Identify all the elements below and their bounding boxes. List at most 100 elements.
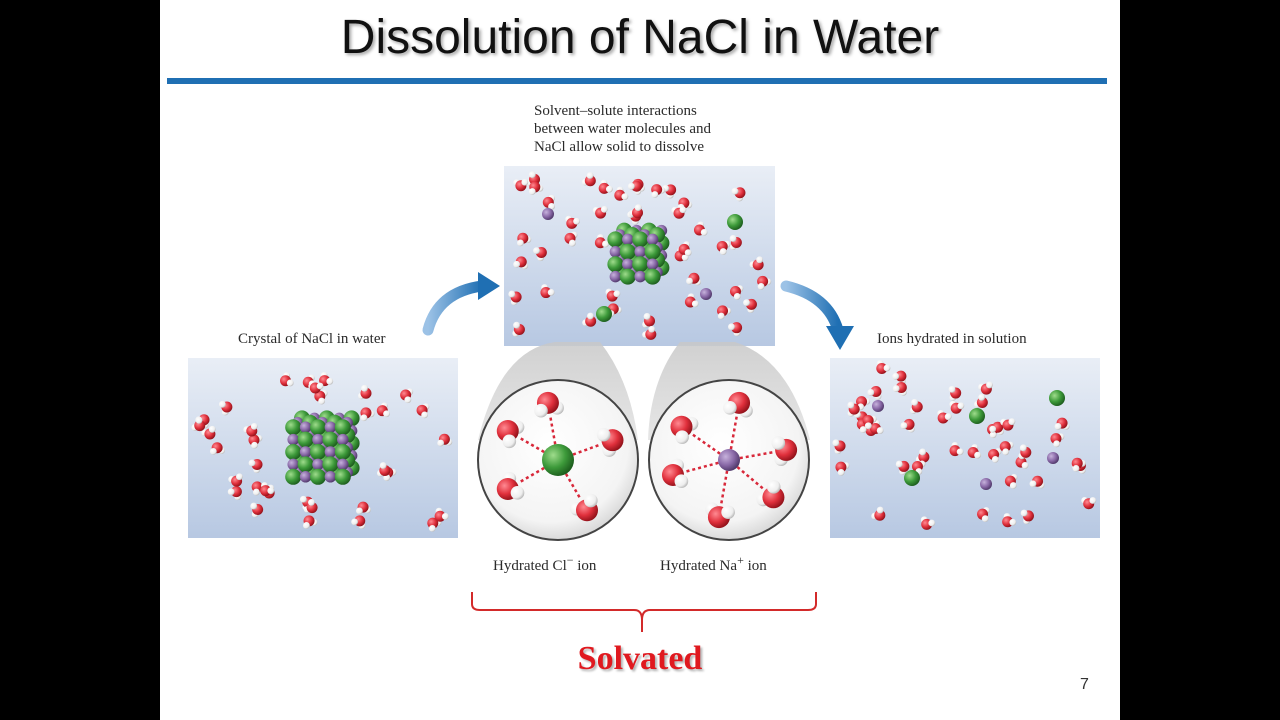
sodium-ion [542,208,554,220]
sodium-ion [287,433,299,446]
hydrogen-atom [573,217,580,225]
water-molecule [582,312,597,327]
chloride-ion [619,243,636,260]
hydrogen-atom [974,451,982,459]
hydrogen-atom [1002,448,1010,456]
sodium-ion [299,446,312,458]
water-molecule [540,284,555,299]
hydrogen-atom [627,182,635,190]
oxygen-atom [895,370,907,382]
hydrogen-atom [1009,518,1017,526]
chloride-ion [596,306,612,322]
water-molecule [729,235,742,251]
water-molecule [1054,417,1070,430]
hydrated-cl-ion-word: ion [577,558,597,574]
hydrogen-atom [600,205,608,213]
sodium-ion [980,478,992,490]
water-molecule [351,515,366,529]
water-molecule [999,441,1014,456]
hydrogen-atom [1019,444,1027,452]
hydrogen-atom [568,239,576,247]
chloride-ion [334,468,351,485]
sodium-ion [312,458,324,471]
sodium-ion [634,270,646,283]
hydrogen-atom [356,507,363,515]
water-molecule [250,502,264,518]
water-molecule [1029,475,1045,489]
chloride-ion [297,431,314,448]
hydrogen-atom [534,403,548,418]
water-molecule [1018,444,1032,460]
sodium-ion [700,288,712,300]
water-molecule [670,415,699,444]
hydrogen-atom [516,239,524,247]
hydrogen-atom [528,188,536,195]
hydrogen-atom [326,377,334,385]
water-molecule [592,205,608,219]
hydrogen-atom [981,515,989,523]
water-molecule [749,256,764,271]
hydrogen-atom [303,522,310,529]
chloride-ion [632,256,649,273]
crystal-caption: Crystal of NaCl in water [238,331,386,347]
dissolution-diagram [188,166,1100,632]
water-molecule [871,506,886,521]
water-molecule [542,194,555,210]
hydrated-cl-caption: Hydrated Cl− ion [493,551,596,575]
hydrogen-atom [651,191,659,198]
sodium-ion [718,449,740,471]
water-molecule [569,493,598,522]
water-molecule [716,240,731,255]
water-molecule [729,285,744,300]
water-molecule [977,507,990,523]
hydrogen-atom [547,288,555,296]
dissolving-arrow-icon [422,272,500,336]
chloride-ion [297,456,314,473]
sodium-ion [337,433,349,446]
hydrogen-atom [729,235,737,242]
sodium-ion [646,233,659,246]
hydrogen-atom [361,384,368,392]
hydrogen-atom [1021,461,1029,469]
hydrogen-atom [957,402,965,410]
hydrogen-atom [428,524,436,532]
sodium-ion [1047,452,1059,464]
hydrogen-atom [867,389,875,396]
water-molecule [1050,433,1065,448]
hydrogen-atom [837,468,845,476]
sodium-ion [337,458,349,471]
hydrogen-atom [605,185,613,193]
water-molecule [728,322,743,337]
sodium-charge: + [737,553,744,567]
hydrogen-atom [991,455,999,463]
hydrogen-atom [648,325,656,333]
water-molecule [967,444,982,459]
solution-panel [830,358,1100,538]
water-molecule [513,178,529,192]
water-molecule [376,402,390,418]
water-molecule [565,215,580,229]
hydrogen-atom [723,401,737,415]
chloride-ion [310,444,326,460]
hydrogen-atom [437,439,445,447]
chloride-ion [727,214,743,230]
hydrogen-atom [978,393,986,401]
water-molecule [605,288,621,302]
water-molecule [723,391,753,418]
water-molecule [227,486,242,501]
water-molecule [642,325,657,340]
chloride-ion [310,419,326,436]
water-molecule [847,401,860,417]
hydrogen-atom [1089,497,1097,504]
hydrated-cl-label: Hydrated Cl [493,558,567,574]
water-molecule [496,420,525,449]
water-molecule [303,498,318,514]
chloride-ion [1049,390,1065,406]
water-molecule [308,380,324,394]
water-molecule [1004,473,1018,489]
water-molecule [757,275,772,290]
hydrogen-atom [679,206,687,214]
chloride-ion [632,231,649,248]
hydrogen-atom [602,240,609,248]
hydrogen-atom [404,396,412,404]
